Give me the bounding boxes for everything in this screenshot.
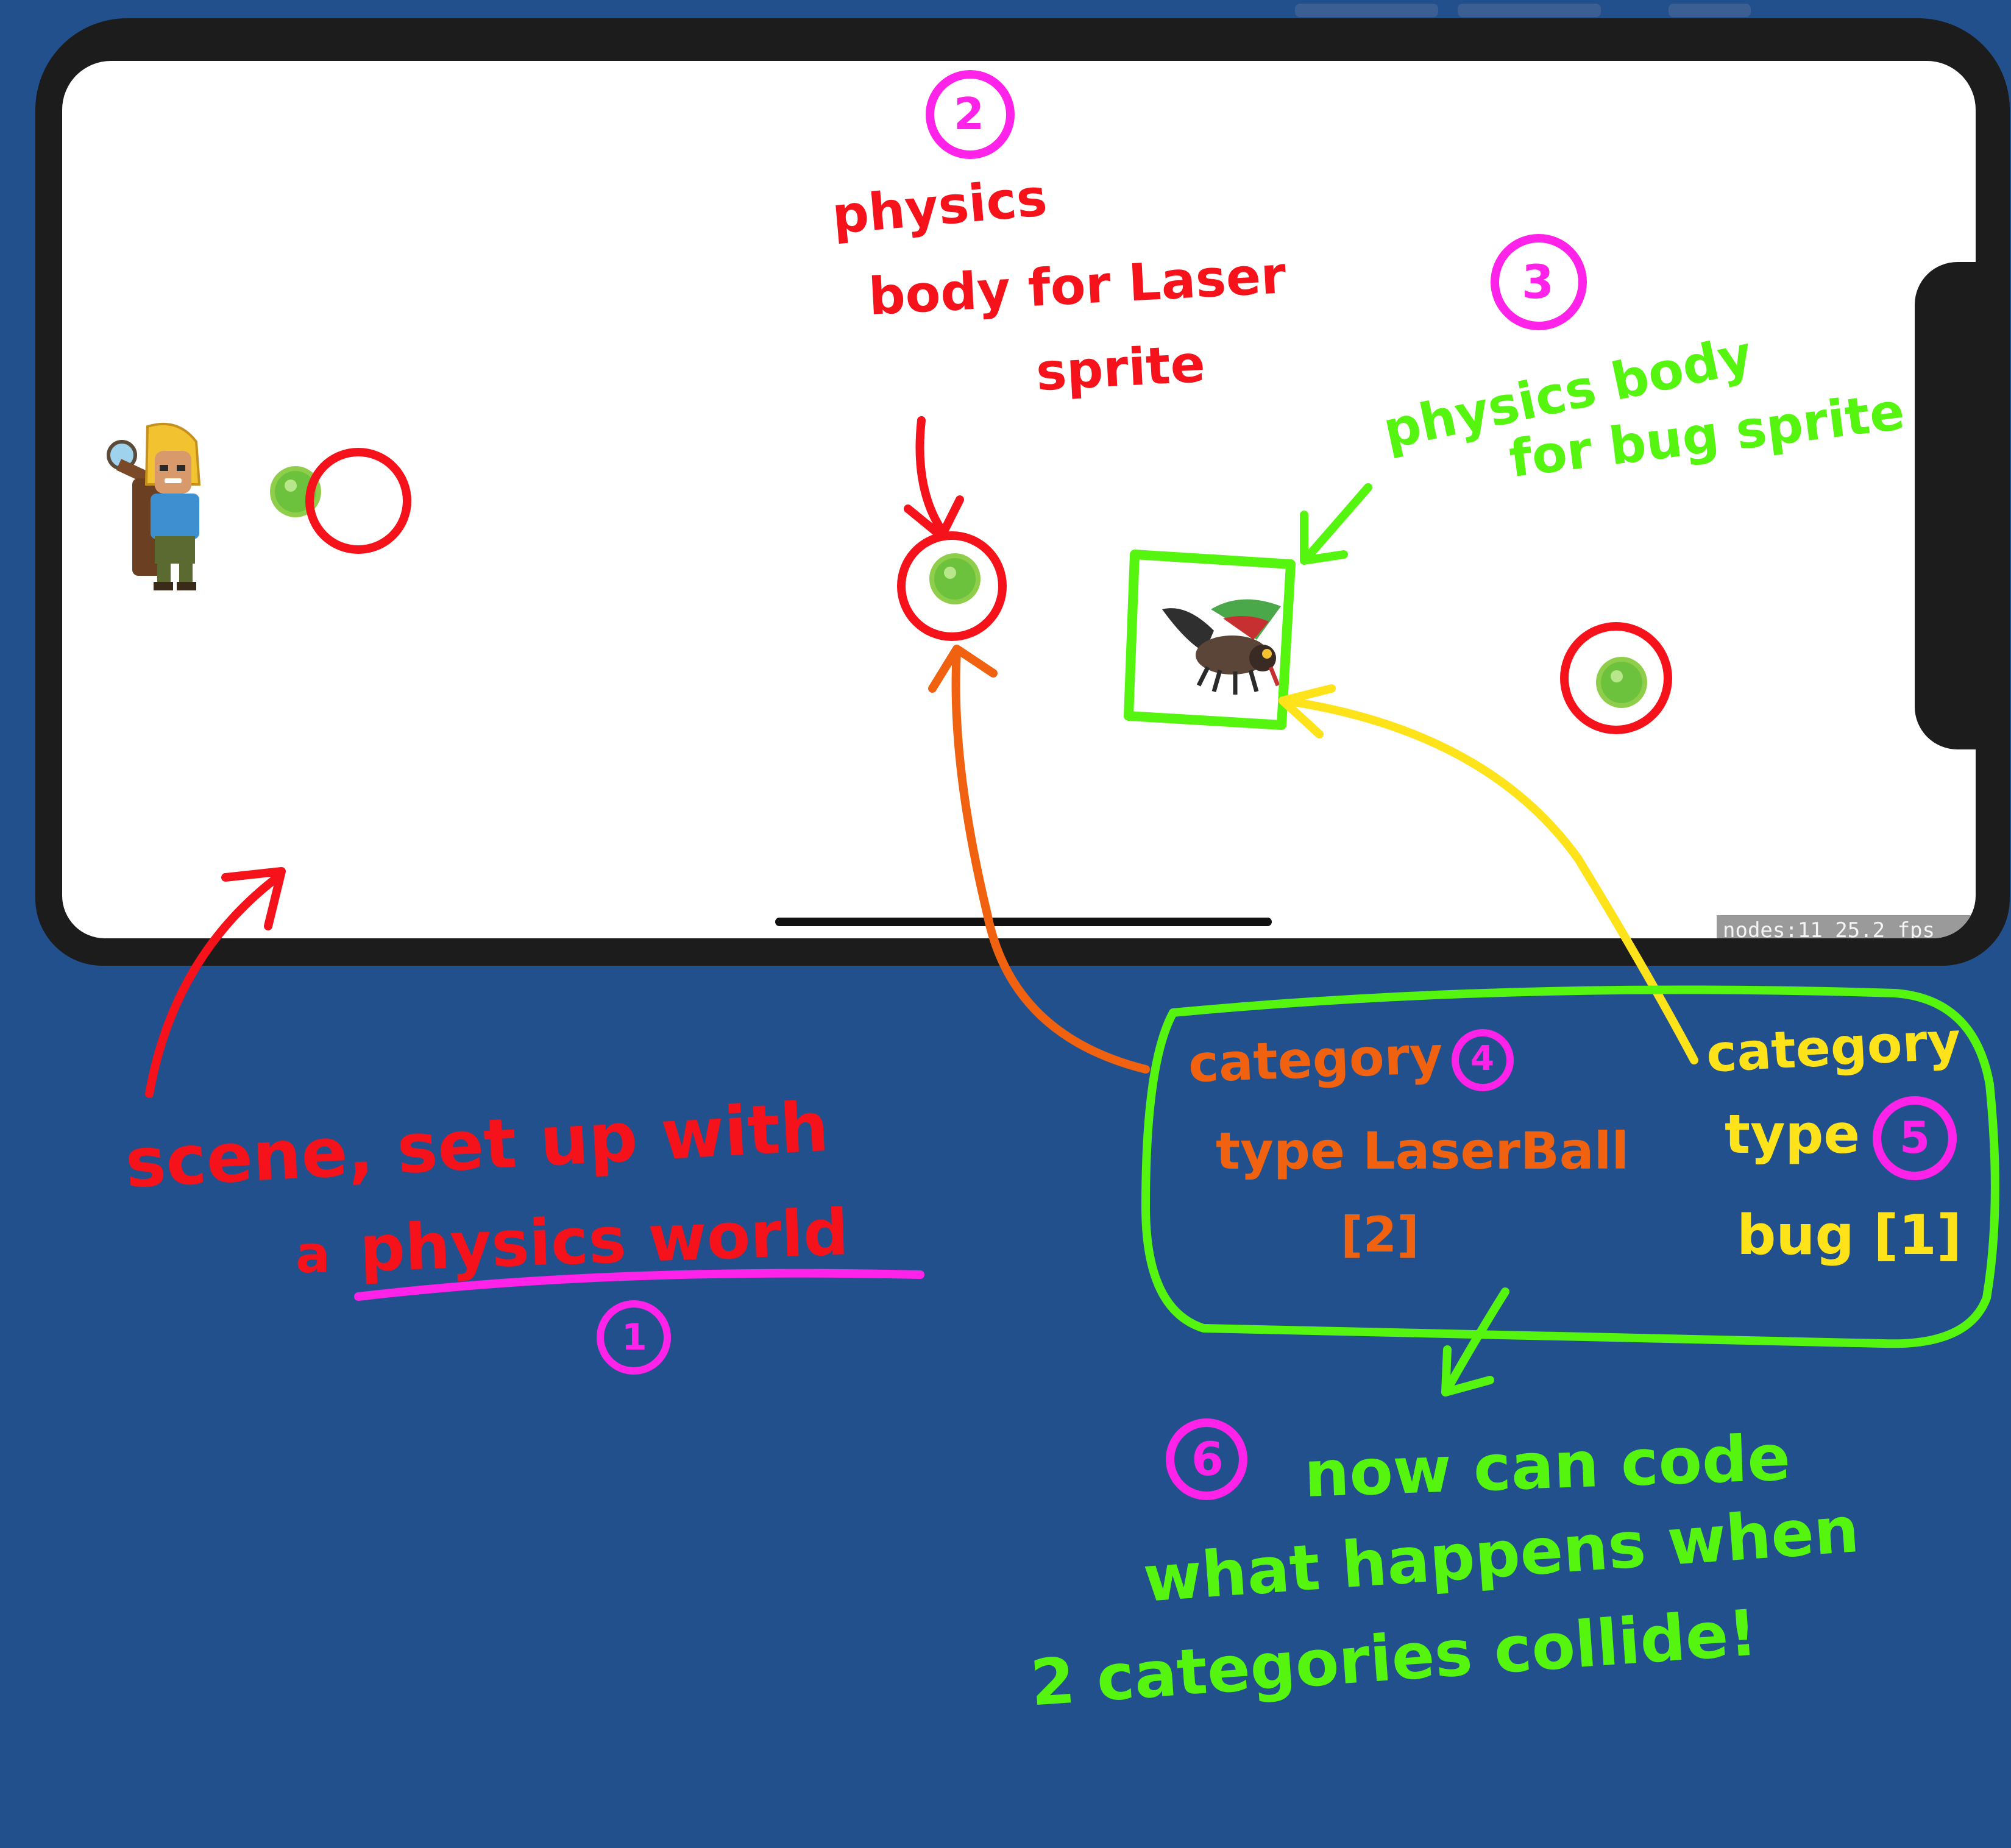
laser-category-arrow — [928, 645, 1150, 1074]
bug-sprite — [1162, 599, 1281, 695]
bug-category-line3: bug [1] — [1737, 1203, 1962, 1267]
number-circle-1 — [597, 1300, 671, 1375]
laser-body-note-line3: sprite — [1034, 333, 1207, 403]
laser-ball — [1596, 657, 1647, 708]
step-number-1: 1 — [622, 1316, 647, 1359]
device-notch — [1915, 262, 2000, 749]
number-circle-2 — [926, 70, 1015, 159]
number-circle-5 — [1873, 1096, 1957, 1180]
laser-ball — [929, 553, 981, 604]
laser-body-circle — [1560, 622, 1672, 734]
laser-body-circle — [897, 531, 1007, 641]
step-number-3: 3 — [1522, 255, 1554, 309]
scene-arrow — [145, 867, 286, 1098]
node-fps-stats: nodes:11 25.2 fps — [1717, 915, 1976, 938]
physics-world-underline — [354, 1269, 924, 1301]
laser-body-circle — [305, 448, 411, 554]
bug-label-arrow — [1300, 483, 1372, 565]
step-number-6: 6 — [1191, 1432, 1224, 1486]
scene-note-line2-prefix: a — [296, 1225, 330, 1284]
bug-body-box — [1124, 550, 1296, 730]
number-circle-3 — [1491, 234, 1587, 330]
step-number-4: 4 — [1470, 1039, 1494, 1078]
number-circle-6 — [1166, 1418, 1247, 1500]
number-circle-4 — [1452, 1029, 1514, 1091]
laser-label-arrow — [904, 416, 964, 540]
bug-category-line2: type — [1725, 1103, 1860, 1166]
window-tab — [1458, 4, 1601, 17]
laser-category-line2: type LaserBall — [1216, 1121, 1630, 1181]
window-tab — [1669, 4, 1751, 17]
step-number-2: 2 — [954, 88, 985, 140]
home-indicator — [775, 918, 1272, 926]
game-scene[interactable]: nodes:11 25.2 fps — [62, 61, 1976, 938]
player-sprite — [107, 422, 201, 590]
bug-category-arrow — [1279, 684, 1698, 1064]
result-arrow — [1441, 1287, 1509, 1397]
step-number-5: 5 — [1899, 1112, 1931, 1163]
laser-category-line1: category — [1187, 1025, 1444, 1094]
window-tab — [1295, 4, 1438, 17]
category-group-outline — [1141, 985, 1999, 1348]
laser-category-line3: [2] — [1341, 1206, 1419, 1263]
